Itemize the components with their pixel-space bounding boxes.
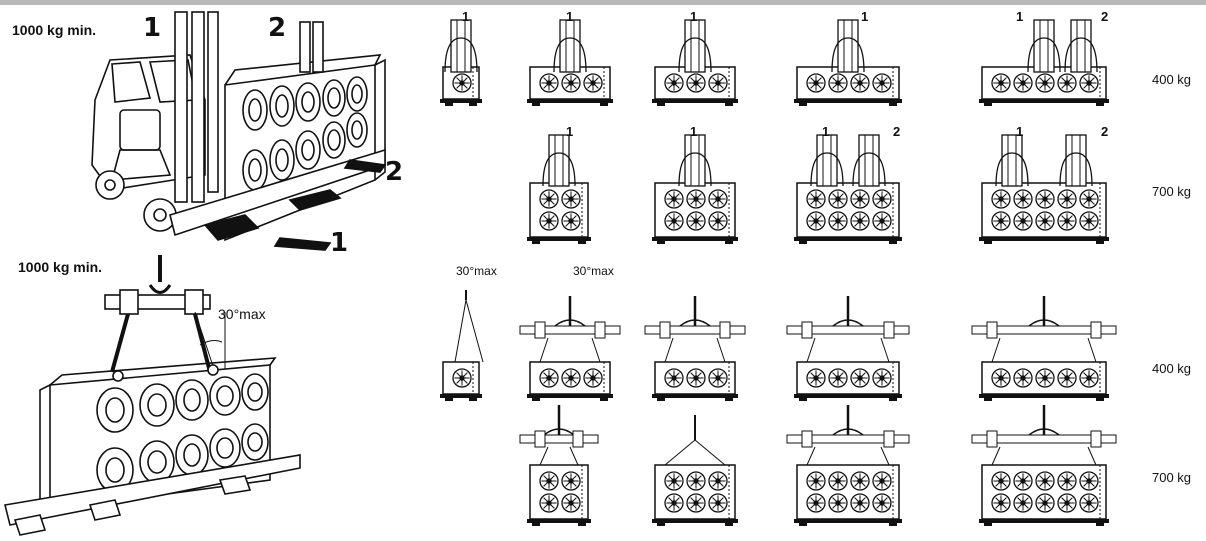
unit-row1 (979, 66, 1109, 106)
unit-row4 (527, 464, 591, 526)
row2-fork-number: 2 (893, 124, 901, 139)
row1-fork-number: 1 (861, 9, 869, 24)
fork-mast (995, 134, 1029, 187)
grid-angle-label-a: 30°max (456, 264, 497, 278)
unit-row3 (440, 361, 482, 401)
unit-row3 (794, 361, 902, 401)
fork-mast (542, 134, 576, 187)
unit-row2 (794, 182, 902, 244)
fork-mast (810, 134, 844, 187)
fork-number-2: 2 (268, 13, 287, 43)
unit-row4 (979, 464, 1109, 526)
tine-number-2: 2 (385, 157, 404, 187)
row2-fork-number: 1 (1016, 124, 1024, 139)
crane-illustration (4, 255, 301, 536)
unit-row3 (979, 361, 1109, 401)
weight-row2: 700 kg (1152, 184, 1192, 199)
row2-fork-number: 1 (566, 124, 574, 139)
fork-mast (1064, 19, 1098, 73)
unit-row2 (652, 182, 738, 244)
unit-grid (440, 19, 1117, 526)
fork-mast (678, 134, 712, 187)
fork-number-1: 1 (143, 13, 162, 43)
row1-fork-number: 1 (462, 9, 470, 24)
unit-row1 (527, 66, 613, 106)
unit-row1 (440, 66, 482, 106)
crane-angle-label: 30°max (218, 306, 266, 322)
unit-row3 (652, 361, 738, 401)
top-bar (0, 0, 1206, 5)
row2-fork-number: 2 (1101, 124, 1109, 139)
lifting-beam (519, 296, 621, 339)
lifting-beam (786, 296, 910, 339)
row1-fork-number: 1 (566, 9, 574, 24)
weight-row1: 400 kg (1152, 72, 1192, 87)
unit-row4 (652, 464, 738, 526)
row2-fork-number: 1 (822, 124, 830, 139)
row1-fork-number: 1 (690, 9, 698, 24)
weight-row4: 700 kg (1152, 470, 1192, 485)
fork-mast (678, 19, 712, 73)
lifting-beam (971, 296, 1117, 339)
unit-row3 (527, 361, 613, 401)
forklift-illustration (91, 11, 387, 251)
fork-mast (553, 19, 587, 73)
row2-fork-number: 1 (690, 124, 698, 139)
unit-row1 (794, 66, 902, 106)
forklift-min-label: 1000 kg min. (12, 22, 97, 38)
unit-row2 (979, 182, 1109, 244)
unit-row1 (652, 66, 738, 106)
lifting-beam (519, 405, 599, 448)
row1-fork-number: 2 (1101, 9, 1109, 24)
fork-mast (1027, 19, 1061, 73)
lifting-beam (786, 405, 910, 448)
fork-mast (831, 19, 865, 73)
unit-row2 (527, 182, 591, 244)
grid-angle-label-b: 30°max (573, 264, 614, 278)
lifting-beam (644, 296, 746, 339)
tine-number-1: 1 (330, 228, 349, 258)
fork-mast (444, 19, 478, 73)
lifting-beam (971, 405, 1117, 448)
unit-row4 (794, 464, 902, 526)
fork-mast (852, 134, 886, 187)
fork-mast (1059, 134, 1093, 187)
crane-min-label: 1000 kg min. (18, 259, 103, 275)
row1-fork-number: 1 (1016, 9, 1024, 24)
weight-row3: 400 kg (1152, 361, 1192, 376)
